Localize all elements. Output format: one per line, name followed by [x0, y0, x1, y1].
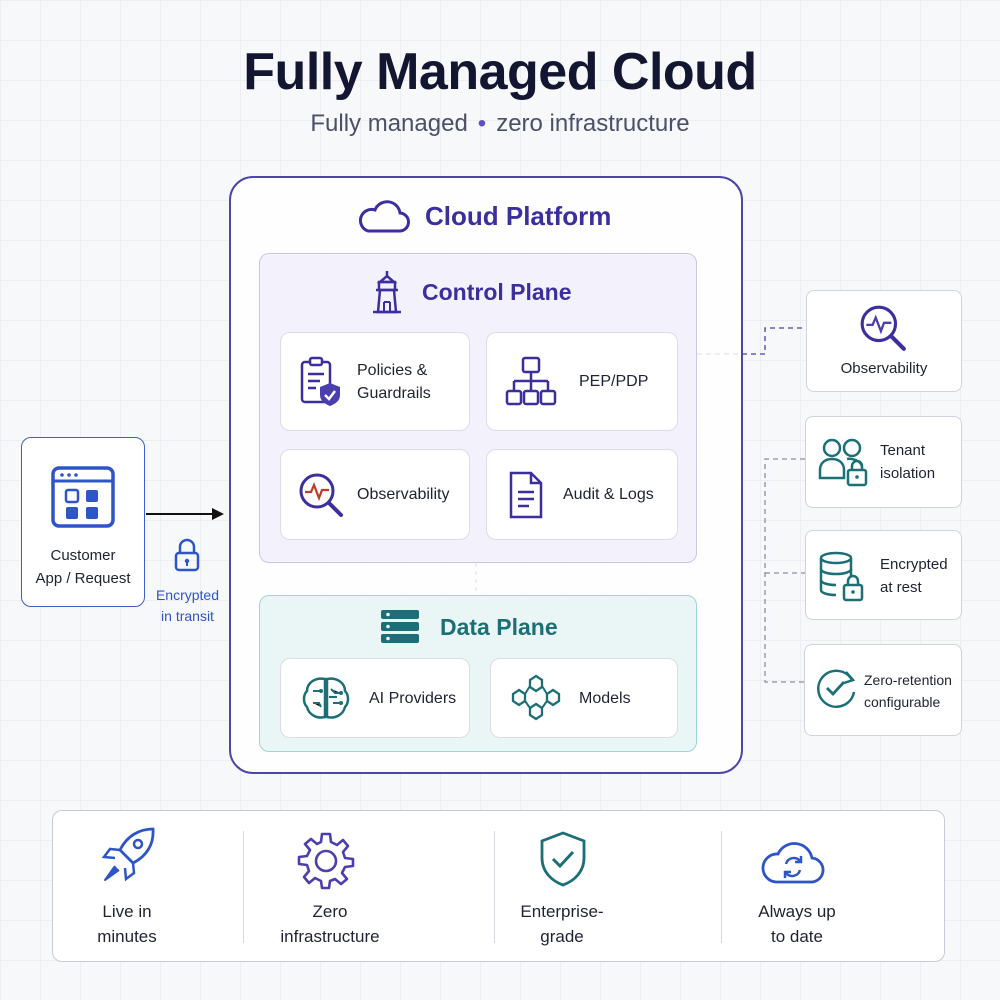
feature-up-to-date-label: Always up to date	[758, 902, 836, 946]
feature-zero-infra-label: Zero infrastructure	[280, 902, 380, 946]
magnifier-pulse-icon	[860, 305, 906, 351]
customer-card	[21, 437, 145, 607]
pep-pdp-card: PEP/PDP	[486, 332, 678, 431]
subtitle-right: zero infrastructure	[496, 110, 690, 137]
page-title: Fully Managed Cloud	[243, 43, 757, 101]
pep-pdp-label: PEP/PDP	[579, 373, 649, 390]
control-plane-label: Control Plane	[422, 278, 572, 305]
observability-label: Observability	[357, 486, 450, 503]
control-plane-header: Control Plane	[370, 268, 572, 316]
observability-card: Observability	[280, 449, 470, 540]
cloud-icon	[358, 200, 410, 233]
subtitle-separator: •	[477, 110, 487, 137]
server-stack-icon	[381, 610, 419, 643]
policies-card: Policies & Guardrails	[280, 332, 470, 431]
feature-live-label: Live in minutes	[97, 902, 157, 946]
subtitle-left: Fully managed	[310, 110, 468, 137]
app-window-icon	[51, 466, 115, 528]
shield-check-icon	[540, 831, 586, 887]
data-plane-label: Data Plane	[440, 613, 558, 640]
gear-icon	[297, 832, 355, 890]
users-lock-icon	[818, 438, 868, 487]
cloud-platform-header: Cloud Platform	[355, 196, 611, 236]
zero-retention-label: Zero-retention configurable	[864, 672, 952, 710]
brain-circuit-icon	[302, 677, 350, 719]
side-observability-label: Observability	[840, 360, 928, 377]
tenant-isolation-card	[805, 416, 962, 508]
encrypted-at-rest-label: Encrypted at rest	[880, 556, 948, 596]
ai-providers-label: AI Providers	[369, 689, 457, 707]
rocket-icon	[101, 827, 155, 882]
hexagon-network-icon	[511, 674, 561, 721]
page-subtitle: Fully managed • zero infrastructure	[0, 110, 1000, 138]
data-plane-header: Data Plane	[380, 606, 558, 648]
lock-icon	[174, 538, 200, 572]
audit-logs-card: Audit & Logs	[486, 449, 678, 540]
policy-shield-icon	[300, 356, 340, 406]
audit-logs-label: Audit & Logs	[563, 486, 654, 503]
magnifier-pulse-icon	[299, 473, 343, 517]
encrypted-in-transit-label: Encrypted in transit	[155, 587, 220, 624]
divider	[494, 831, 495, 943]
models-card: Models	[490, 658, 678, 738]
hierarchy-icon	[505, 356, 557, 405]
policies-label: Policies & Guardrails	[357, 361, 431, 402]
cloud-sync-icon	[761, 842, 825, 884]
divider	[721, 831, 722, 943]
cloud-platform-label: Cloud Platform	[425, 200, 612, 231]
customer-label: Customer App / Request	[35, 547, 131, 587]
divider	[243, 831, 244, 943]
circular-check-icon	[817, 669, 856, 709]
ai-providers-card: AI Providers	[280, 658, 470, 738]
database-lock-icon	[819, 551, 864, 602]
lighthouse-icon	[373, 271, 401, 314]
document-icon	[509, 471, 543, 518]
feature-enterprise-label: Enterprise- grade	[520, 902, 604, 946]
models-label: Models	[579, 689, 631, 707]
features-bar	[52, 810, 945, 962]
tenant-isolation-label: Tenant isolation	[880, 442, 936, 482]
